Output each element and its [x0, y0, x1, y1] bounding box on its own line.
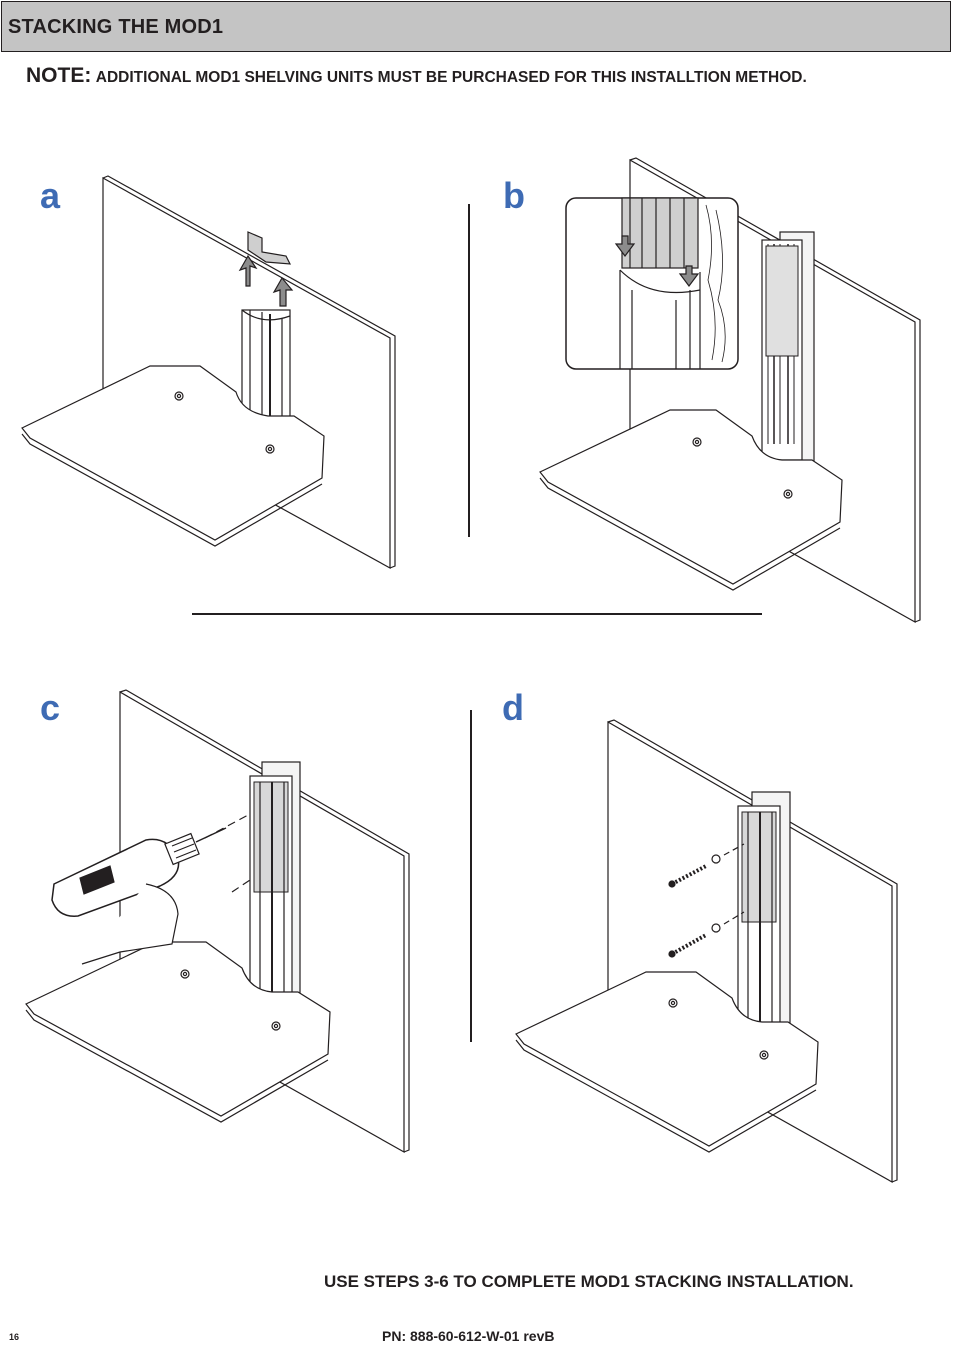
lag-screw-icon	[668, 843, 745, 888]
footer-instruction: USE STEPS 3-6 TO COMPLETE MOD1 STACKING …	[324, 1272, 854, 1291]
shelf	[515, 971, 819, 1147]
up-arrow-icon	[238, 254, 258, 287]
shelf	[539, 409, 843, 585]
screw-hole	[668, 998, 678, 1008]
screw-hole	[180, 969, 190, 979]
down-arrow-icon	[614, 235, 636, 257]
up-arrow-icon	[272, 276, 294, 307]
screw-hole	[759, 1050, 769, 1060]
panel-d-illustration	[515, 719, 898, 1184]
shelf-post	[241, 309, 291, 421]
shelf	[21, 365, 325, 541]
screw-hole	[174, 391, 184, 401]
panel-letter-d: d	[502, 687, 524, 728]
panel-letter-c: c	[40, 687, 61, 728]
page-number: 16	[9, 1332, 20, 1342]
down-arrow-icon	[678, 265, 700, 287]
panel-b-illustration	[539, 157, 921, 624]
section-title: STACKING THE MOD1	[8, 16, 224, 38]
panel-c-illustration	[25, 689, 410, 1154]
note-label: NOTE:	[26, 64, 92, 87]
lag-screw-icon	[668, 911, 745, 958]
panel-letter-b: b	[503, 175, 525, 216]
note: NOTE: ADDITIONAL MOD1 SHELVING UNITS MUS…	[26, 64, 807, 88]
screw-hole	[692, 437, 702, 447]
screw-hole	[265, 444, 275, 454]
connector-bracket	[247, 231, 292, 265]
drill-icon	[51, 827, 227, 965]
section-header: STACKING THE MOD1	[1, 1, 951, 52]
panel-letter-a: a	[40, 175, 61, 216]
part-number: PN: 888-60-612-W-01 revB	[382, 1328, 555, 1344]
screw-hole	[271, 1021, 281, 1031]
screw-hole	[783, 489, 793, 499]
note-text: ADDITIONAL MOD1 SHELVING UNITS MUST BE P…	[95, 69, 807, 86]
panel-a-illustration	[21, 175, 396, 570]
shelf	[25, 941, 331, 1117]
